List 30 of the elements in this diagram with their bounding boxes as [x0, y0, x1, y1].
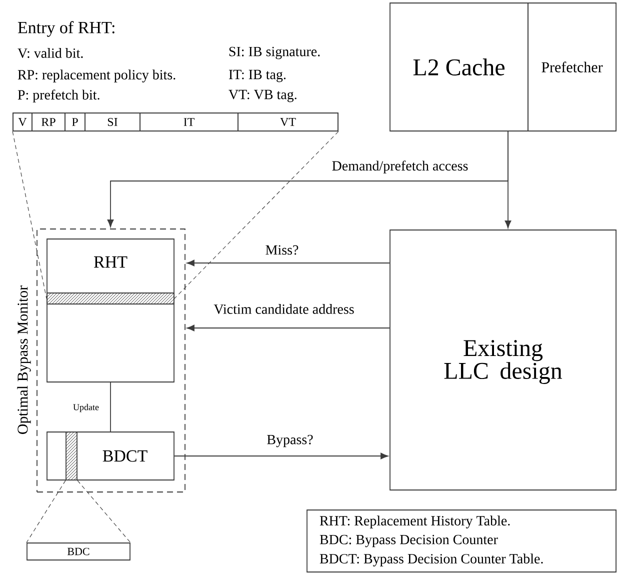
key-text: IT: IB tag.: [228, 70, 286, 82]
zoom-line: [12, 131, 47, 299]
connector-line: [110, 382, 111, 432]
arrow: [107, 131, 508, 228]
edge-label: Bypass?: [267, 434, 313, 448]
edge-label: Victim candidate address: [214, 304, 354, 314]
zoom-line: [77, 480, 131, 543]
counter-box: BDC: [26, 542, 130, 560]
hatched-entry: [46, 292, 174, 304]
hatched-counter: [66, 432, 78, 480]
node-label: Optimal Bypass Monitor: [17, 286, 31, 434]
edge-label: Miss?: [266, 245, 298, 255]
cache-box: Existing LLC design: [390, 230, 616, 490]
key-text: SI: IB signature.: [229, 46, 320, 60]
table-box: RHT: [46, 238, 174, 382]
zoom-line: [26, 480, 66, 543]
edge-label: Demand/prefetch access: [332, 160, 468, 174]
key-text: RP: replacement policy bits.: [18, 70, 176, 82]
entry-format-row: V RP P SI IT VT: [12, 112, 338, 132]
table-box: BDCT: [46, 432, 174, 480]
arrow: [174, 452, 388, 460]
arrow: [186, 260, 390, 266]
prefetcher-box: Prefetcher: [528, 2, 616, 132]
zoom-line: [174, 131, 339, 299]
abbreviation-box: RHT: Replacement History Table. BDC: Bypass Decision Counter BDCT: Bypass Decision Counter Table.: [306, 510, 616, 572]
heading: Entry of RHT:: [18, 21, 114, 37]
key-text: V: valid bit.: [18, 48, 83, 58]
edge-label: Update: [73, 404, 99, 412]
arrow: [186, 324, 390, 332]
cache-box: L2 Cache: [390, 2, 528, 132]
